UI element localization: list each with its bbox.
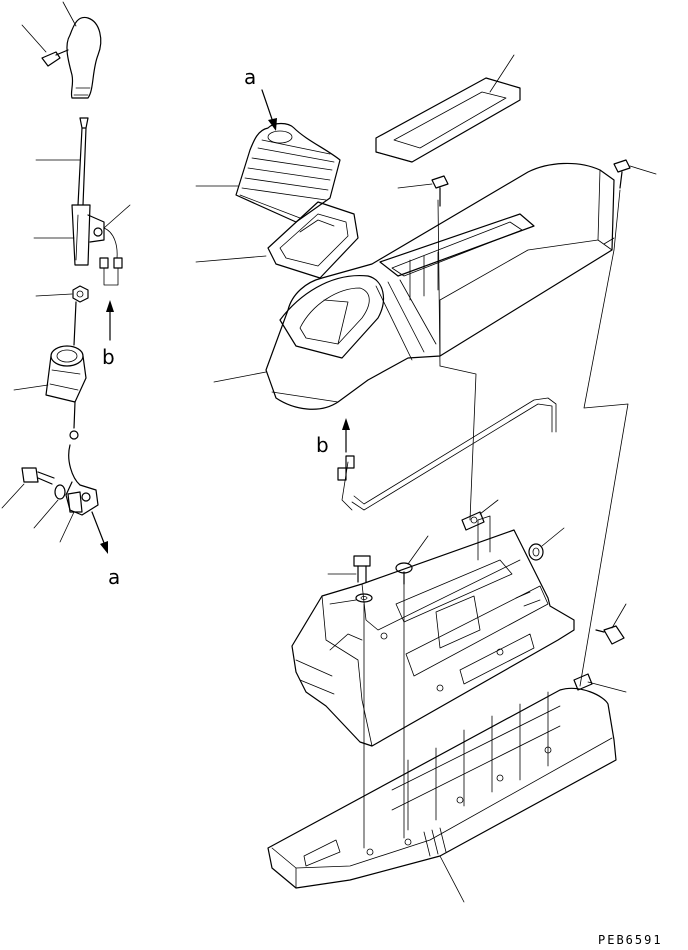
leader-line xyxy=(213,371,267,383)
clip-upper xyxy=(461,511,485,531)
push-rivet xyxy=(395,562,413,585)
clip-right xyxy=(573,673,593,691)
leader-line xyxy=(397,183,433,189)
drawing-code: PEB6591 xyxy=(598,933,663,947)
cover-screw xyxy=(431,175,449,207)
guide-line xyxy=(579,189,629,687)
callout-b-left: b xyxy=(102,345,115,369)
leader-line xyxy=(439,855,465,903)
leader-line xyxy=(103,204,131,229)
leader-line xyxy=(611,603,627,629)
leader-line xyxy=(541,527,565,547)
hex-nut xyxy=(72,285,89,303)
leader-line xyxy=(21,24,47,53)
lower-bolt xyxy=(353,555,371,583)
lever-boot-small xyxy=(45,301,87,403)
arrow-a-bottom xyxy=(91,511,108,554)
leader-line xyxy=(407,535,429,565)
leader-line xyxy=(35,293,73,297)
bracket-bolt xyxy=(21,467,55,485)
grommet xyxy=(528,543,544,561)
lever-boot xyxy=(235,122,341,223)
leader-line xyxy=(489,54,515,93)
leader-line xyxy=(59,511,75,543)
side-bolt xyxy=(595,625,625,645)
leader-line xyxy=(195,255,267,263)
leader-line xyxy=(329,599,357,605)
leader-line xyxy=(1,483,25,509)
bracket-washer xyxy=(54,484,66,500)
leader-line xyxy=(13,384,49,391)
knob-screw xyxy=(41,49,69,67)
leader-line xyxy=(479,499,499,515)
guide-line xyxy=(439,365,477,521)
callout-a-top: a xyxy=(244,65,256,89)
lever-bracket xyxy=(65,401,99,516)
arrow-b-mid xyxy=(342,418,350,453)
leader-line xyxy=(629,165,657,175)
tray-cover xyxy=(375,77,521,163)
console-base xyxy=(267,687,617,889)
lever-knob xyxy=(66,16,102,99)
wiring-harness xyxy=(337,397,557,511)
leader-line xyxy=(62,1,77,27)
console-cover xyxy=(265,162,615,410)
callout-b-mid: b xyxy=(316,433,329,457)
right-screw xyxy=(613,159,631,189)
console-frame xyxy=(291,515,575,747)
leader-line xyxy=(33,499,59,529)
callout-a-bottom: a xyxy=(108,565,120,589)
lever-rod xyxy=(71,117,105,266)
leader-line xyxy=(587,681,627,693)
arrow-b-left xyxy=(106,300,114,341)
boot-frame xyxy=(267,201,359,279)
switch-cable xyxy=(99,227,123,286)
guide-line xyxy=(437,199,441,367)
